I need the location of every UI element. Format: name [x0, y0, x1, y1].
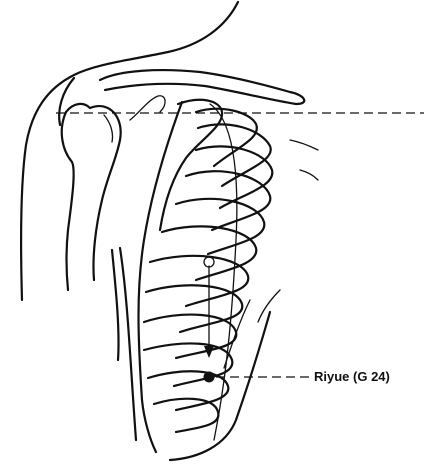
guide-arrow	[204, 257, 214, 358]
torso-outline	[112, 248, 136, 440]
acupoint-marker	[204, 372, 215, 383]
acupoint-label: Riyue (G 24)	[314, 369, 390, 384]
rib-cage	[139, 100, 319, 460]
